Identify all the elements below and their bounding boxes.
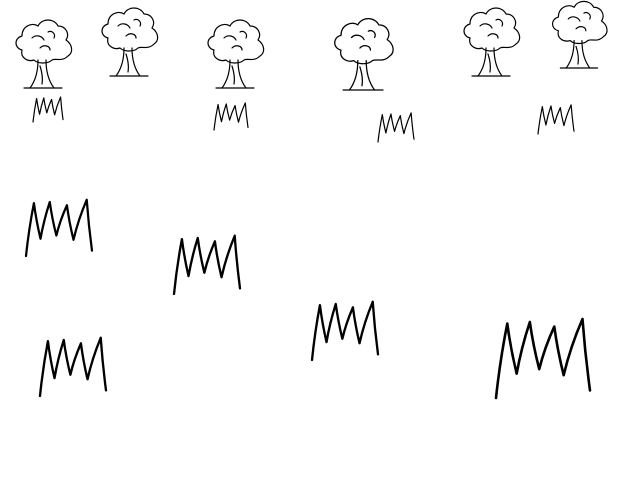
tree-icon [207,19,265,89]
tree-trunk [477,47,503,77]
tree-canopy-detail [479,18,504,39]
grass-tuft-icon [24,198,94,258]
tree-canopy [463,7,521,52]
tree-canopy-detail [31,30,56,51]
tree-icon [15,19,73,89]
tree-canopy-detail [567,12,591,32]
tree-icon [463,7,521,77]
tree-canopy-detail [350,30,376,51]
tree-icon [101,7,159,77]
grass-tuft-icon [213,102,249,131]
tree-canopy [101,7,159,52]
grass-tuft-icon [537,104,575,135]
grass-tuft-icon [377,112,415,143]
tree-canopy [551,0,608,45]
grass-tuft-icon [310,300,380,362]
tree-canopy-detail [223,30,248,51]
tree-trunk [29,59,55,89]
tree-icon [551,0,608,69]
tree-canopy [207,19,265,64]
tree-canopy-detail [117,18,142,39]
grass-tuft-icon [494,317,592,400]
trees-layer [15,0,608,91]
tree-trunk [221,59,247,89]
tree-canopy [334,17,394,65]
grass-layer [24,96,592,400]
grass-tuft-icon [32,96,64,123]
tree-icon [334,17,394,91]
grass-tuft-icon [172,234,242,296]
grass-tuft-icon [38,336,108,398]
tree-trunk [115,47,141,77]
tree-trunk [348,59,376,91]
tree-trunk [565,39,591,69]
tree-canopy [15,19,73,64]
